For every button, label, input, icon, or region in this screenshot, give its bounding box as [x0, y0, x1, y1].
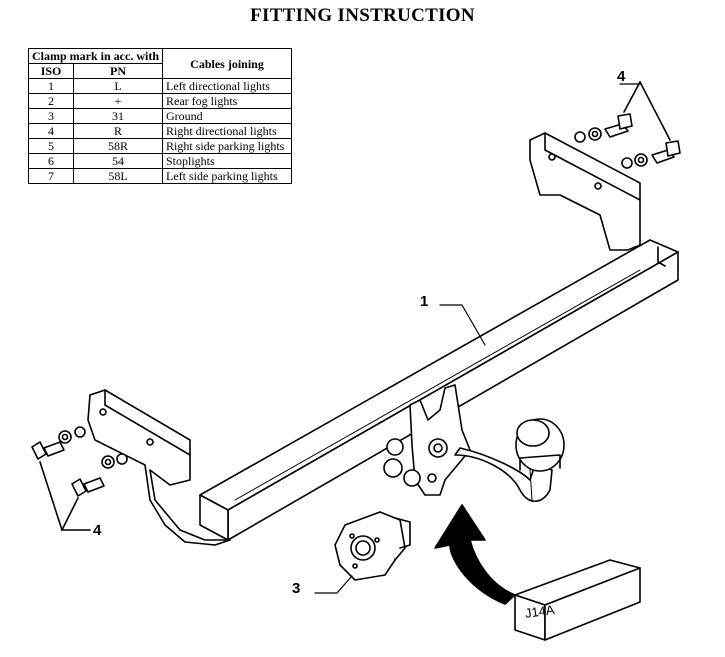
callout-bolts-top: 4	[617, 68, 626, 85]
callout-crossbar: 1	[420, 293, 429, 310]
towball-assembly	[409, 384, 565, 503]
page-title: FITTING INSTRUCTION	[250, 5, 475, 26]
package-box	[514, 559, 641, 641]
table-row: 2 + Rear fog lights	[27, 93, 292, 109]
cell-cable: Left side parking lights	[162, 168, 292, 184]
cell-pn: 58L	[73, 168, 163, 184]
table-row: 3 31 Ground	[27, 108, 292, 124]
top-fasteners	[574, 81, 681, 169]
callout-bolts-bottom: 4	[93, 522, 102, 539]
leader-lines	[314, 83, 641, 594]
left-mounting-bracket	[87, 389, 231, 546]
header-pn: PN	[73, 63, 163, 79]
table-row: 1 L Left directional lights	[27, 78, 292, 94]
table-subheader-row: ISO PN	[27, 63, 292, 79]
bottom-fasteners	[31, 426, 128, 531]
cell-cable: Ground	[162, 108, 292, 124]
header-clamp-mark: Clamp mark in acc. with	[28, 48, 163, 64]
table-row: 7 58L Left side parking lights	[27, 168, 292, 184]
cell-iso: 7	[27, 168, 75, 184]
center-bolts	[383, 438, 421, 487]
cell-cable: Rear fog lights	[162, 93, 292, 109]
table-row: 6 54 Stoplights	[27, 153, 292, 169]
cell-pn: 54	[73, 153, 163, 169]
callout-socket-plate: 3	[292, 580, 301, 597]
right-mounting-bracket	[529, 132, 641, 251]
socket-plate	[334, 511, 411, 581]
cell-iso: 4	[27, 123, 75, 139]
header-cables-joining: Cables joining	[162, 48, 292, 79]
table-header-row: Clamp mark in acc. with Cables joining	[28, 48, 292, 79]
curved-arrow	[434, 504, 516, 605]
wiring-table: Clamp mark in acc. with Cables joining I…	[27, 48, 292, 184]
cell-cable: Left directional lights	[162, 78, 292, 94]
